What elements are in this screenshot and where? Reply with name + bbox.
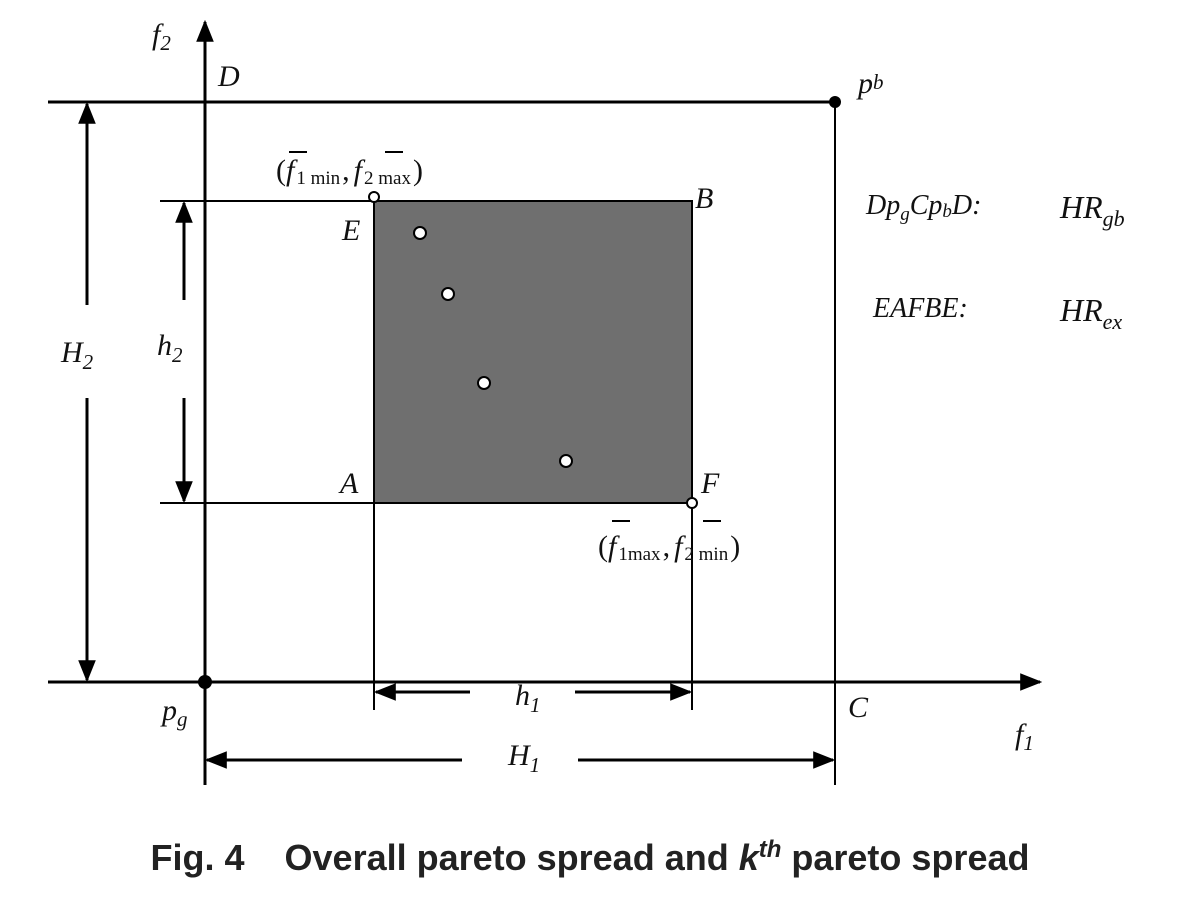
point-label-F: F [700,467,720,500]
pareto-point [413,226,427,240]
F-point [686,497,698,509]
caption-superscript: th [758,836,782,863]
point-label-A: A [338,467,359,500]
pb-point [829,96,841,108]
pareto-point [477,376,491,390]
point-label-E: E [341,214,360,247]
caption-k: k [738,837,759,878]
pareto-point [441,287,455,301]
pareto-point [559,454,573,468]
svg-text:(f1 min,f2 max): (f1 min,f2 max) [276,154,423,189]
point-label-B: B [695,182,713,215]
kth-pareto-region [373,200,693,504]
h2-label: h2 [157,329,183,367]
legend-outer-value: HRgb [1059,189,1125,231]
h1-label: h1 [515,679,541,717]
caption-suffix: pareto spread [781,837,1030,878]
H1-label: H1 [507,739,540,777]
point-label-pb: pb [856,67,884,100]
pg-point [198,675,212,689]
point-label-C: C [848,691,869,724]
point-label-D: D [217,60,240,93]
point-label-pg: pg [160,694,188,731]
figure-caption: Fig. 4 Overall pareto spread and kth par… [0,836,1180,879]
legend-inner-path: EAFBE: [872,293,968,324]
legend-inner-value: HRex [1059,292,1122,334]
legend-outer-path: DpgCpbD: [865,190,981,225]
f1-axis-label: f1 [1015,718,1034,755]
H2-label: H2 [60,336,94,374]
E-point [368,191,380,203]
caption-prefix: Fig. 4 Overall pareto spread and [150,837,739,878]
f2-axis-label: f2 [152,18,171,55]
